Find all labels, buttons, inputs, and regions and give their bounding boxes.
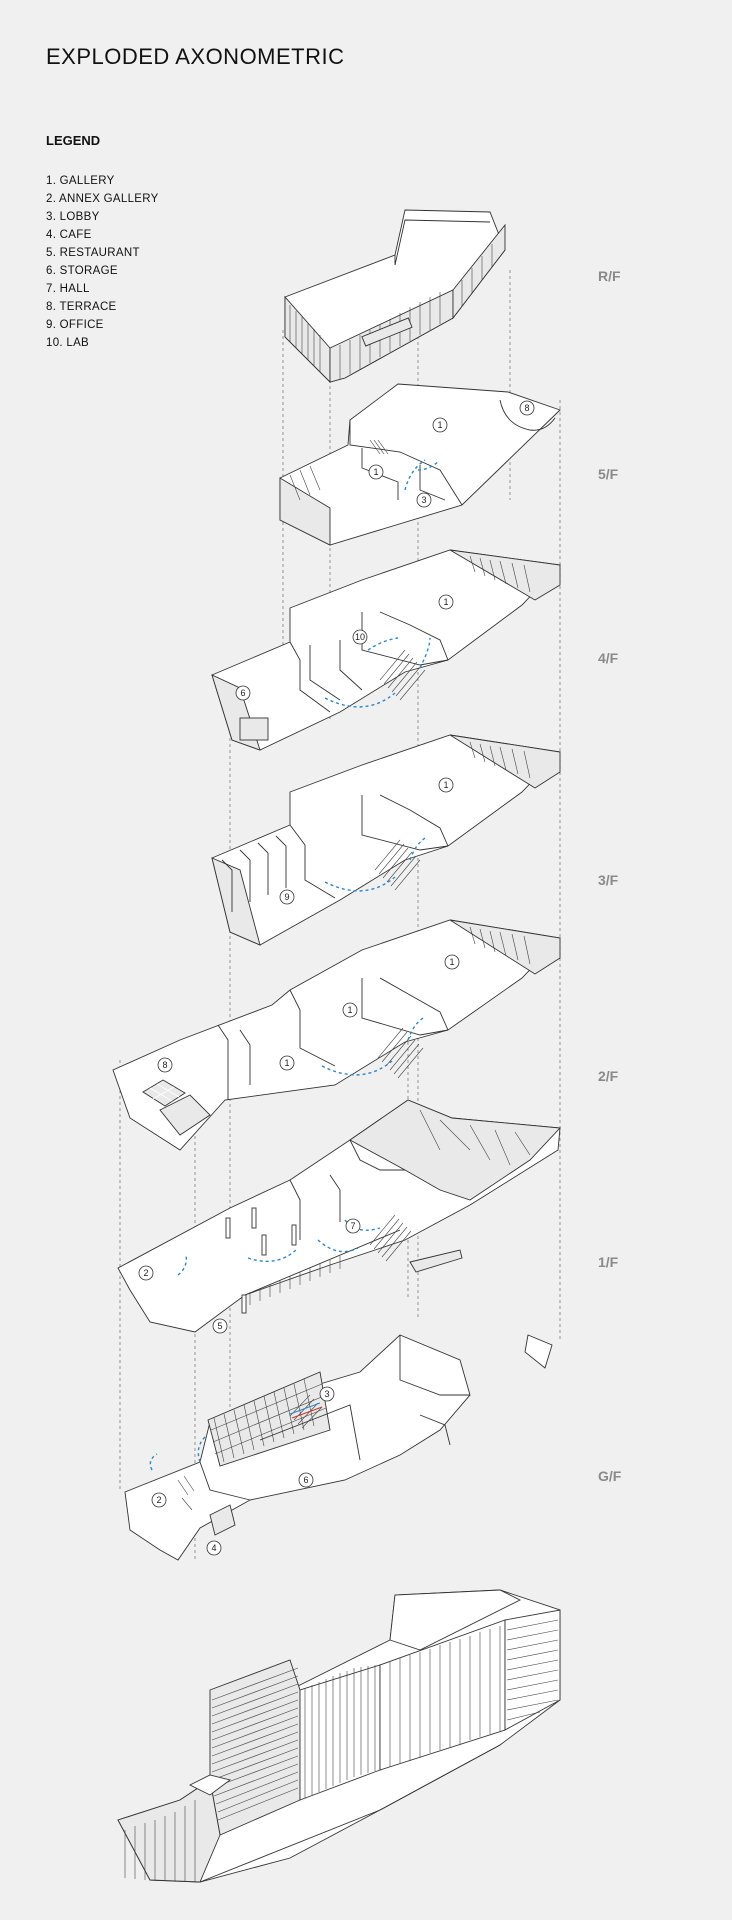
svg-text:6: 6 [303,1475,308,1485]
floor-label-gf: G/F [598,1468,622,1484]
floor-label-4f: 4/F [598,650,619,666]
room-tag: 1 [368,464,384,480]
terrace-skylight [142,1079,186,1107]
page-title: EXPLODED AXONOMETRIC [46,44,345,69]
floor-label-5f: 5/F [598,466,619,482]
svg-text:8: 8 [162,1060,167,1070]
floor-plan-2f [112,919,561,1151]
legend-item-cafe: 4. CAFE [46,229,92,241]
floor-label-1f: 1/F [598,1254,619,1270]
floor-label-3f: 3/F [598,872,619,888]
svg-text:7: 7 [350,1221,355,1231]
floor-label-rf: R/F [598,268,621,284]
room-tag: 3 [416,492,432,508]
legend-item-annex-gallery: 2. ANNEX GALLERY [46,193,159,205]
floor-plan-5f [279,383,561,546]
svg-text:1: 1 [443,780,448,790]
legend-item-lobby: 3. LOBBY [46,211,100,223]
svg-text:1: 1 [347,1005,352,1015]
svg-text:5: 5 [217,1321,222,1331]
roof-plan [284,209,506,384]
room-number-tags: 1 1 3 8 1 10 6 1 9 1 1 1 8 7 2 5 3 2 6 4 [138,400,535,1556]
svg-text:1: 1 [437,420,442,430]
svg-text:3: 3 [324,1389,329,1399]
room-tag: 1 [279,1055,295,1071]
assembled-building [117,1589,561,1883]
svg-text:3: 3 [421,495,426,505]
svg-text:2: 2 [156,1495,161,1505]
room-tag: 7 [345,1218,361,1234]
legend-list: 1. GALLERY 2. ANNEX GALLERY 3. LOBBY 4. … [46,172,159,352]
room-tag: 1 [432,417,448,433]
legend-item-storage: 6. STORAGE [46,265,118,277]
svg-text:1: 1 [443,597,448,607]
room-tag: 5 [212,1318,228,1334]
room-tag: 1 [444,954,460,970]
legend-item-terrace: 8. TERRACE [46,301,117,313]
floor-label-2f: 2/F [598,1068,619,1084]
svg-text:1: 1 [284,1058,289,1068]
room-tag: 4 [206,1540,222,1556]
room-tag: 6 [298,1472,314,1488]
svg-text:1: 1 [373,467,378,477]
svg-text:6: 6 [240,688,245,698]
room-tag: 9 [279,889,295,905]
room-tag: 3 [319,1386,335,1402]
legend-item-office: 9. OFFICE [46,319,104,331]
legend-item-hall: 7. HALL [46,283,90,295]
svg-text:2: 2 [143,1268,148,1278]
floor-plan-1f [117,1099,561,1369]
legend-item-gallery: 1. GALLERY [46,175,115,187]
floor-plan-4f [211,549,561,751]
room-tag: 10 [352,629,368,645]
svg-text:4: 4 [211,1543,216,1553]
room-tag: 8 [157,1057,173,1073]
svg-text:10: 10 [355,632,365,642]
room-tag: 1 [438,594,454,610]
floor-plan-gf [124,1334,471,1561]
svg-text:9: 9 [284,892,289,902]
room-tag: 6 [235,685,251,701]
room-tag: 1 [438,777,454,793]
legend-item-lab: 10. LAB [46,337,90,349]
room-tag: 2 [138,1265,154,1281]
room-tag: 1 [342,1002,358,1018]
svg-text:1: 1 [449,957,454,967]
room-tag: 2 [151,1492,167,1508]
room-tag: 8 [519,400,535,416]
legend-heading: LEGEND [46,133,101,148]
legend-item-restaurant: 5. RESTAURANT [46,247,140,259]
floor-plan-3f [211,734,561,946]
svg-text:8: 8 [524,403,529,413]
